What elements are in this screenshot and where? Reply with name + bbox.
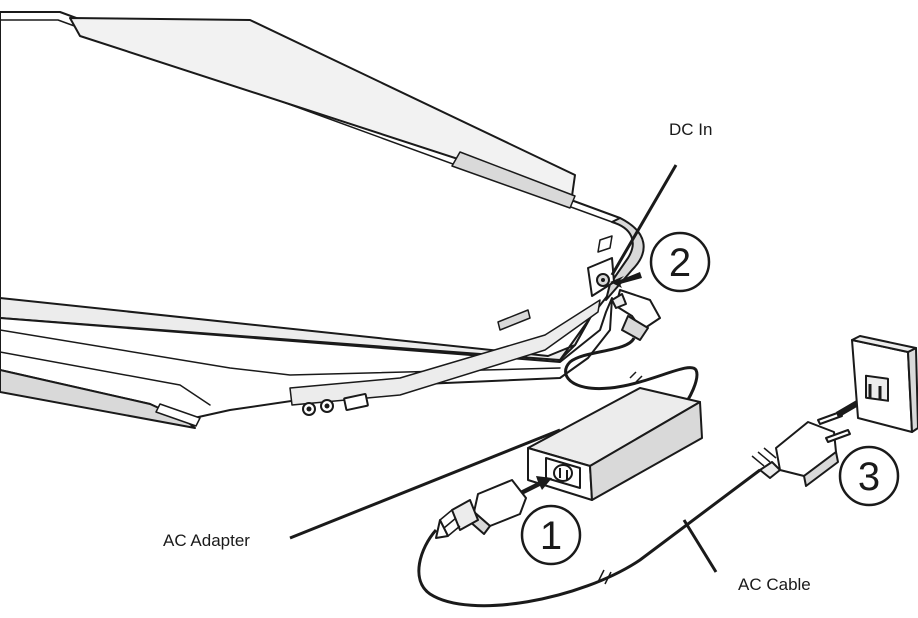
arrow-icon xyxy=(610,272,642,288)
power-plug-icon xyxy=(751,411,851,487)
step-3-number: 3 xyxy=(858,455,880,499)
dc-in-leader-line xyxy=(610,164,678,276)
wall-outlet-icon xyxy=(851,335,918,433)
ac-adapter-leader-line xyxy=(289,428,561,540)
step-3-badge: 3 xyxy=(838,445,900,507)
arrow-icon xyxy=(514,476,552,498)
step-2-number: 2 xyxy=(669,241,691,285)
ac-adapter-label: AC Adapter xyxy=(163,531,250,550)
dc-plug-icon xyxy=(611,289,661,341)
dc-in-label: DC In xyxy=(669,120,713,139)
power-plug-icon xyxy=(435,479,527,539)
laptop-illustration xyxy=(0,11,645,429)
ac-cable-cord xyxy=(417,468,761,608)
ac-cable-leader-line xyxy=(682,519,718,573)
dc-cable xyxy=(564,337,699,412)
ac-adapter-illustration xyxy=(527,387,703,501)
ac-cable-label: AC Cable xyxy=(738,575,811,594)
step-1-badge: 1 xyxy=(520,504,582,566)
step-1-number: 1 xyxy=(540,514,562,558)
step-2-badge: 2 xyxy=(649,231,711,293)
